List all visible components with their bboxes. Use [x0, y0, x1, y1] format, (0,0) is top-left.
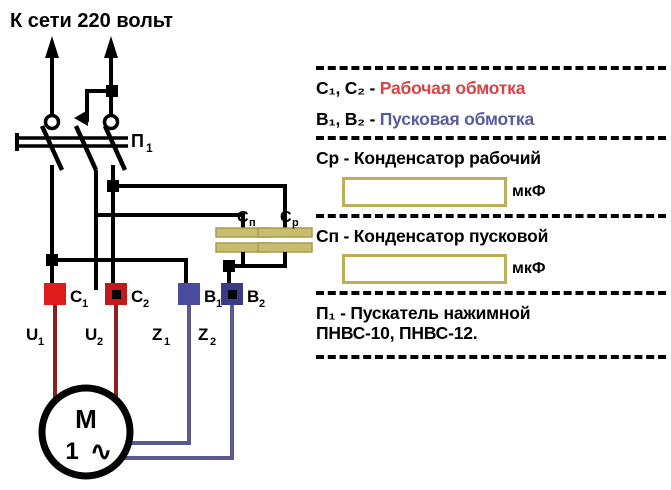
legend-row-working-winding: C₁, C₂ - Рабочая обмотка: [316, 78, 666, 99]
lead-label-z2: Z: [198, 325, 208, 344]
junction-dot-top-bus: [107, 180, 119, 192]
capacitor-working-label: C: [280, 209, 292, 226]
terminal-label-c1: C: [70, 287, 82, 306]
starter-contact-blades: [39, 125, 128, 171]
legend-divider-top: [316, 66, 666, 70]
lead-label-u1-sub: 1: [38, 336, 44, 348]
terminal-label-b2: B: [247, 287, 259, 306]
junction-dot-lower-bus: [46, 254, 58, 266]
starter-label-sub: 1: [146, 141, 153, 155]
lead-label-u1: U: [26, 325, 38, 344]
terminal-label-b2-sub: 2: [259, 298, 265, 310]
legend-code-working-winding: C₁, C₂ -: [316, 78, 380, 98]
terminal-label-c1-sub: 1: [82, 298, 88, 310]
working-capacitor-value-row: мкФ: [316, 176, 666, 207]
legend-divider-1: [316, 136, 666, 141]
wire-working-capacitor-return: [243, 252, 287, 268]
legend-divider-3: [316, 291, 666, 296]
mechanical-link-arrow: [74, 110, 88, 126]
legend-desc-starting-winding: Пусковая обмотка: [379, 108, 535, 129]
lead-label-u2-sub: 2: [97, 336, 103, 348]
capacitor-working-label-sub: р: [292, 217, 299, 229]
terminal-label-c2-sub: 2: [143, 298, 149, 310]
working-capacitor-unit: мкФ: [512, 182, 546, 200]
starter-bridge-link: [74, 85, 118, 126]
legend-divider-2: [316, 213, 666, 218]
contact-terminal-left: [43, 113, 61, 131]
working-capacitor-input[interactable]: [342, 176, 507, 207]
terminal-block-c2[interactable]: [105, 283, 127, 305]
legend-desc-starting-capacitor: Конденсатор пусковой: [353, 225, 549, 246]
legend-row-push-starter-line2: ПНВС-10, ПНВС-12.: [316, 322, 478, 343]
starting-capacitor-value-row: мкФ: [316, 254, 666, 285]
motor-ac-wave-symbol: ∿: [90, 436, 112, 466]
lead-label-z1: Z: [152, 325, 162, 344]
legend-row-starting-winding: B₁, B₂ - Пусковая обмотка: [316, 108, 666, 130]
capacitor-starting-label-sub: п: [249, 217, 256, 229]
terminal-label-c2: C: [131, 287, 143, 306]
legend-panel: C₁, C₂ - Рабочая обмотка B₁, B₂ - Пусков…: [316, 66, 666, 446]
lead-label-z2-sub: 2: [210, 336, 216, 348]
wire-z2-blue: [120, 305, 234, 460]
wire-bus-to-b1: [52, 258, 188, 290]
legend-row-starting-capacitor: Cп - Конденсатор пусковой: [316, 225, 666, 247]
starter-label: П: [131, 131, 144, 151]
motor-symbol-letter: M: [75, 404, 97, 434]
motor-phase-count: 1: [65, 438, 78, 465]
junction-dot-capacitor-node: [223, 260, 235, 272]
legend-divider-bottom: [316, 354, 666, 359]
legend-desc-working-winding: Рабочая обмотка: [379, 78, 526, 98]
motor-symbol-circle: [38, 384, 134, 480]
capacitor-working: [257, 227, 313, 253]
starting-capacitor-input[interactable]: [342, 254, 507, 285]
supply-arrow-left: [45, 36, 59, 118]
starter-actuator-rod: [15, 133, 128, 151]
starting-capacitor-unit: мкФ: [512, 260, 546, 278]
legend-code-starting-winding: B₁, B₂ -: [316, 108, 380, 129]
terminal-block-c1[interactable]: [44, 283, 66, 305]
lead-label-z1-sub: 1: [164, 336, 170, 348]
terminal-label-b1-sub: 1: [216, 298, 222, 310]
capacitor-starting-label: C: [237, 209, 249, 226]
contact-terminal-right: [102, 113, 120, 131]
lead-label-u2: U: [85, 325, 97, 344]
legend-row-push-starter-line1: П₁ - Пускатель нажимной: [316, 303, 531, 324]
supply-arrow-right: [104, 36, 118, 118]
legend-code-working-capacitor: Cр -: [316, 148, 354, 169]
terminal-block-b2[interactable]: [221, 283, 243, 305]
terminal-label-b1: B: [204, 287, 216, 306]
legend-row-working-capacitor: Cр - Конденсатор рабочий: [316, 148, 666, 169]
supply-title: К сети 220 вольт: [10, 10, 173, 32]
wire-z1-blue: [128, 305, 191, 445]
junction-dot-bridge: [106, 85, 118, 97]
wire-bus-to-working-capacitor: [113, 184, 287, 228]
legend-code-starting-capacitor: Cп -: [316, 225, 354, 246]
wire-bus-to-starting-capacitor: [96, 213, 245, 228]
legend-desc-working-capacitor: Конденсатор рабочий: [353, 148, 541, 169]
terminal-block-b1[interactable]: [178, 283, 200, 305]
